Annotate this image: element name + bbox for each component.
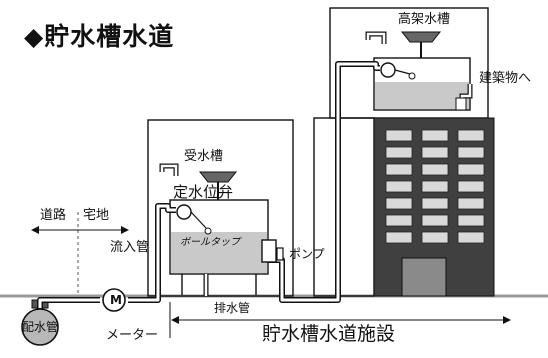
building-windows — [385, 129, 485, 244]
elevated-tank-water — [375, 82, 469, 109]
meter-label: メーター — [106, 328, 159, 343]
inflow-pipe-label: 流入管 — [110, 240, 150, 255]
supply-pipe-inner — [38, 204, 176, 308]
building-window — [457, 129, 485, 142]
building-entrance — [401, 257, 447, 297]
elevated-overflow-pipe — [365, 31, 387, 44]
building-supply-valve — [455, 97, 467, 111]
ball-tap-label: ボールタップ — [180, 237, 240, 248]
receiving-tank-house — [147, 119, 294, 297]
level-valve-icon — [176, 204, 192, 220]
elevated-valve-icon — [380, 62, 396, 78]
building-window — [385, 214, 413, 227]
receiving-overflow-pipe-inner — [160, 164, 178, 176]
road-label: 道路 — [40, 208, 67, 223]
building-window — [457, 214, 485, 227]
receiving-tank-vent — [198, 171, 238, 183]
pump-label: ポンプ — [289, 247, 325, 261]
building-window — [385, 231, 413, 244]
ball-tap-arm — [190, 211, 207, 229]
building-window — [457, 197, 485, 210]
ball-tap-float — [204, 227, 212, 235]
receiving-overflow-pipe — [159, 163, 179, 176]
pump-pipe-inner — [268, 62, 380, 302]
pump-icon — [276, 247, 284, 261]
receiving-tank-water — [171, 232, 267, 273]
building-window — [421, 180, 449, 193]
building-window — [457, 146, 485, 159]
elevated-tap-arm — [394, 69, 411, 75]
building-window — [457, 231, 485, 244]
residential-label: 宅地 — [83, 208, 110, 223]
building-window — [385, 163, 413, 176]
level-valve-label: 定水位弁 — [173, 183, 234, 201]
building-window — [385, 146, 413, 159]
building-window — [385, 197, 413, 210]
facility-scope-label: 貯水槽水道施設 — [262, 323, 396, 345]
pump-icon — [261, 239, 277, 263]
building-window — [421, 197, 449, 210]
elevated-tank-label: 高架水槽 — [398, 12, 451, 27]
water-main-label: 配水管 — [22, 320, 59, 334]
building-window — [457, 163, 485, 176]
building-window — [421, 146, 449, 159]
to-building-label: 建築物へ — [479, 71, 532, 86]
elevated-tap-float — [408, 72, 416, 80]
building-window — [421, 129, 449, 142]
drain-pipe-label: 排水管 — [214, 301, 251, 315]
building-window — [421, 163, 449, 176]
elevated-tank-vent — [400, 31, 442, 43]
elevated-overflow-pipe-inner — [366, 32, 386, 44]
building-window — [385, 129, 413, 142]
receiving-tank-label: 受水槽 — [184, 149, 224, 164]
building-window — [421, 214, 449, 227]
meter-icon — [102, 288, 126, 312]
page-title: ◆貯水槽水道 — [24, 22, 175, 51]
building-window — [457, 180, 485, 193]
building-window — [385, 180, 413, 193]
meter-symbol: M — [110, 293, 122, 307]
building-window — [421, 231, 449, 244]
water-main-pipe — [21, 308, 59, 346]
building-lower-frame — [313, 117, 375, 297]
pump-pipe — [268, 61, 380, 303]
